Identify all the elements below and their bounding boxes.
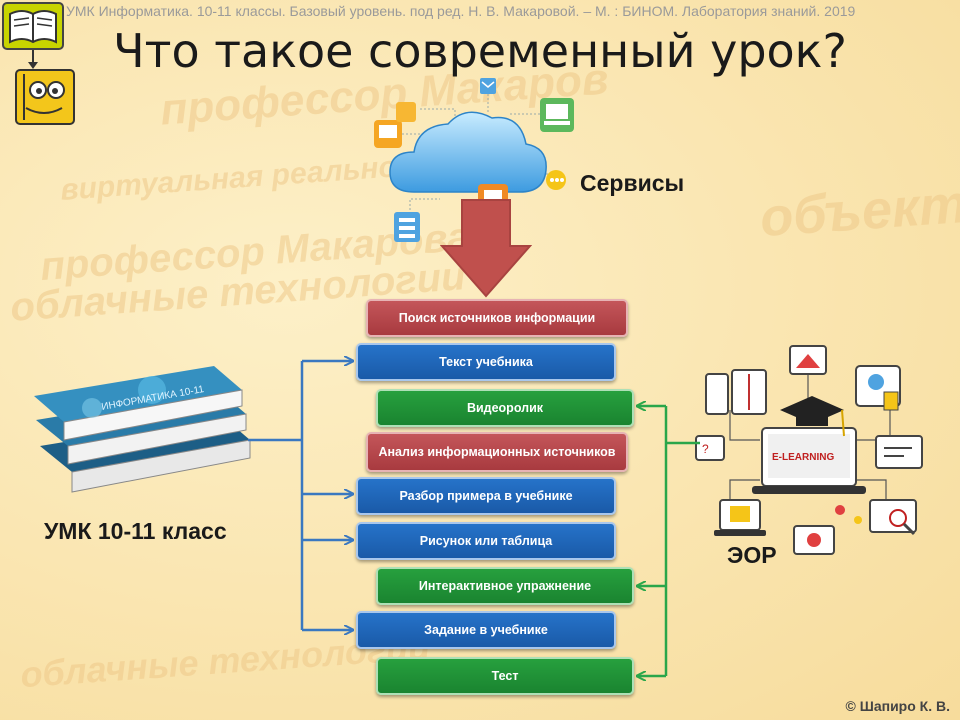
slide-header: УМК Информатика. 10-11 классы. Базовый у…: [66, 3, 856, 19]
box-search-sources: Поиск источников информации: [366, 299, 628, 337]
down-arrow-icon: [440, 199, 532, 298]
box-test: Тест: [376, 657, 634, 695]
e-learning-icon: E-LEARNING ?: [695, 345, 923, 555]
down-arrow-icon: [28, 50, 38, 69]
e-learning-text: E-LEARNING: [772, 452, 834, 463]
box-analysis-sources: Анализ информационных источников: [366, 432, 628, 472]
box-video: Видеоролик: [376, 389, 634, 427]
box-interactive-exercise: Интерактивное упражнение: [376, 567, 634, 605]
box-figure-table: Рисунок или таблица: [356, 522, 616, 560]
open-book-icon: [2, 2, 64, 50]
box-textbook-task: Задание в учебнике: [356, 611, 616, 649]
professor-face-icon: [15, 69, 75, 125]
eor-label: ЭОР: [727, 542, 777, 568]
services-label: Сервисы: [580, 170, 685, 196]
page-title: Что такое современный урок?: [113, 24, 847, 78]
textbook-stack-icon: ИНФОРМАТИКА 10-11: [34, 366, 251, 493]
svg-text:?: ?: [702, 442, 709, 456]
box-example-analysis: Разбор примера в учебнике: [356, 477, 616, 515]
box-textbook-text: Текст учебника: [356, 343, 616, 381]
umk-label: УМК 10-11 класс: [44, 518, 227, 544]
copyright: © Шапиро К. В.: [845, 698, 950, 714]
